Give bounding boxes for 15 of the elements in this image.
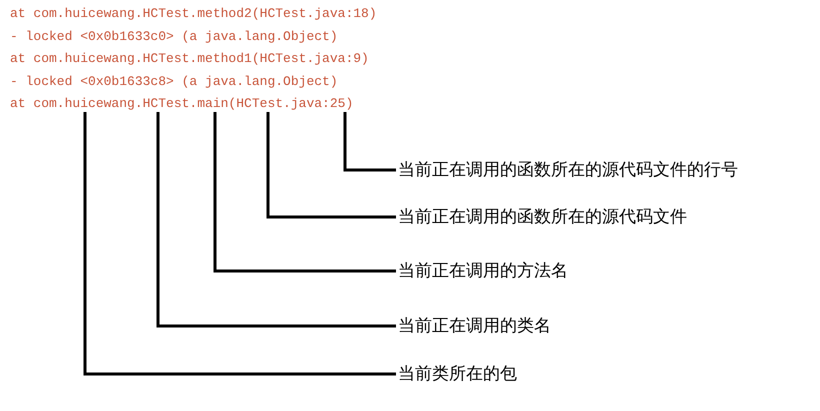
annotation-label: 当前正在调用的函数所在的源代码文件的行号 [398, 159, 738, 181]
leader-line [156, 112, 396, 328]
leader-line [214, 112, 396, 272]
stack-trace-line: at com.huicewang.HCTest.main(HCTest.java:25) [10, 96, 354, 112]
stack-trace-line: at com.huicewang.HCTest.method1(HCTest.java:9) [10, 51, 369, 67]
stack-trace-line: at com.huicewang.HCTest.method2(HCTest.java:18) [10, 6, 377, 22]
stack-trace-line: - locked <0x0b1633c8> (a java.lang.Object) [10, 74, 338, 90]
annotation-label: 当前正在调用的类名 [398, 315, 551, 337]
leader-line [266, 112, 396, 218]
stack-trace-line: - locked <0x0b1633c0> (a java.lang.Object) [10, 28, 338, 44]
leader-line [84, 112, 396, 376]
annotation-label: 当前类所在的包 [398, 363, 517, 385]
leader-line [344, 112, 396, 172]
annotation-label: 当前正在调用的函数所在的源代码文件 [398, 206, 687, 228]
annotation-label: 当前正在调用的方法名 [398, 260, 568, 282]
